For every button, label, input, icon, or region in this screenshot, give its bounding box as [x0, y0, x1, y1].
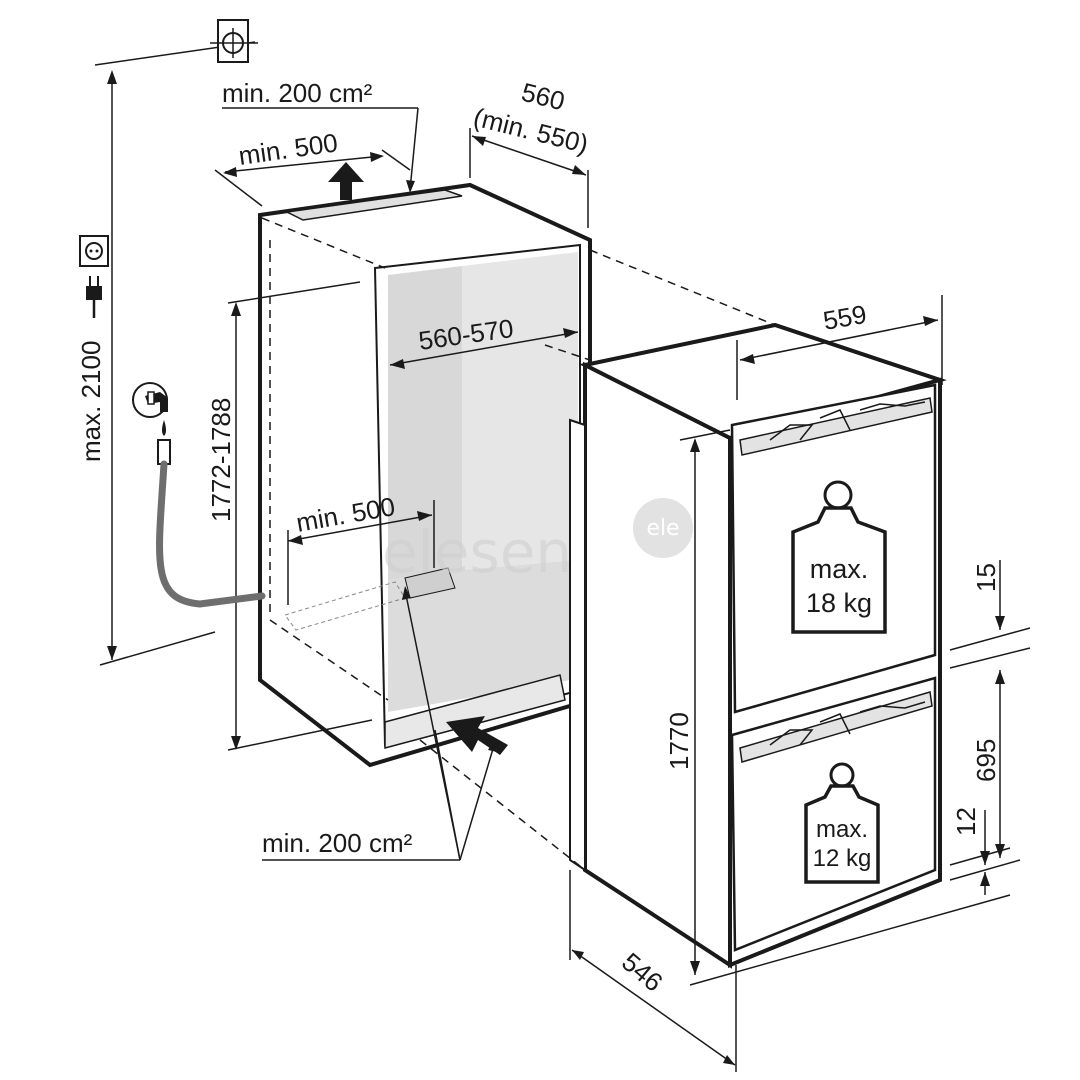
weight-upper-label: max.	[810, 554, 869, 584]
weight-lower-label: max.	[816, 816, 868, 843]
plug-icon	[86, 276, 102, 318]
water-hose	[156, 460, 266, 608]
label-gap-top: 15	[971, 563, 1001, 592]
weight-upper-icon: max. 18 kg	[791, 480, 887, 634]
airflow-up-arrow	[328, 162, 364, 200]
airflow-in-arrow	[446, 716, 508, 755]
ventilation-icon	[210, 19, 258, 63]
label-appliance-height: 1770	[664, 712, 694, 770]
label-bottom-vent-area: min. 200 cm²	[262, 828, 413, 858]
label-niche-width: 560	[519, 77, 568, 117]
weight-lower-value: 12 kg	[813, 845, 872, 872]
label-niche-height: 1772-1788	[206, 398, 236, 522]
power-socket-icon	[79, 235, 109, 267]
projection-lines	[419, 249, 776, 871]
watermark-badge: ele	[646, 516, 679, 541]
watermark: elesen ele	[382, 498, 693, 586]
label-gap-bottom: 12	[951, 807, 981, 836]
water-tap-icon	[132, 382, 171, 465]
label-niche-width-min: (min. 550)	[471, 102, 592, 159]
airflow-arrows	[328, 162, 508, 755]
label-drawer-height: 695	[971, 739, 1001, 782]
dimension-lines	[94, 41, 1031, 1072]
label-appliance-depth: 546	[616, 947, 669, 998]
appliance	[569, 322, 947, 969]
weight-lower-icon: max. 12 kg	[804, 762, 880, 884]
label-top-vent-width: min. 500	[237, 127, 340, 171]
niche-cabinet	[258, 182, 592, 768]
weight-upper-value: 18 kg	[806, 588, 872, 618]
label-appliance-width: 559	[821, 299, 869, 336]
watermark-text: elesen	[382, 518, 572, 586]
label-max-height: max. 2100	[76, 341, 106, 462]
label-top-vent-area: min. 200 cm²	[222, 78, 373, 108]
